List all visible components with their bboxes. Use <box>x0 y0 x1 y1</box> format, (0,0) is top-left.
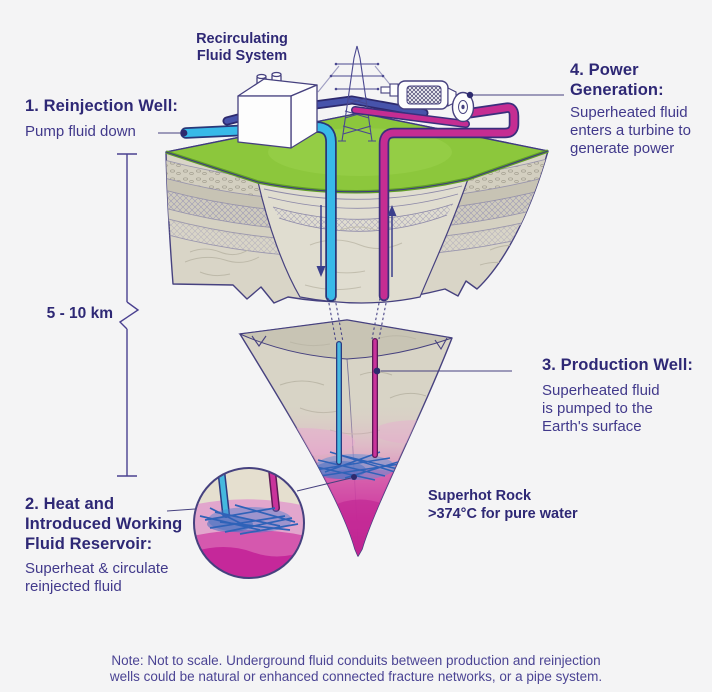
callout-pointers <box>158 91 564 512</box>
production-pipe-magenta <box>351 102 520 302</box>
step3-title: 3. Production Well: <box>542 356 694 374</box>
footnote: Note: Not to scale. Underground fluid co… <box>109 653 603 684</box>
recirculating-fluid-system-label: Recirculating Fluid System <box>196 31 288 64</box>
upper-rock-block <box>165 112 549 304</box>
step3-body: Superheated fluid is pumped to the Earth… <box>542 382 660 435</box>
deep-well-pipes <box>336 338 378 465</box>
step4-body: Superheated fluid enters a turbine to ge… <box>570 104 691 157</box>
depth-label: 5 - 10 km <box>46 305 113 322</box>
depth-measure-line <box>117 153 140 477</box>
fracture-network <box>311 451 403 481</box>
dashed-well-segments <box>327 297 388 343</box>
step4-title: 4. Power Generation: <box>570 61 664 99</box>
step1-title: 1. Reinjection Well: <box>25 97 178 115</box>
step2-body: Superheat & circulate reinjected fluid <box>25 560 169 595</box>
transmission-tower-icon <box>317 45 397 142</box>
step2-title: 2. Heat and Introduced Working Fluid Res… <box>25 495 183 553</box>
turbine-generator-icon <box>380 80 475 123</box>
step1-body: Pump fluid down <box>25 123 136 140</box>
lower-rock-wedge <box>238 319 453 557</box>
pump-building-icon <box>237 71 318 149</box>
magnifier-circle <box>193 467 305 579</box>
superhot-rock-label: Superhot Rock >374°C for pure water <box>428 488 578 522</box>
flow-arrows <box>316 205 397 277</box>
